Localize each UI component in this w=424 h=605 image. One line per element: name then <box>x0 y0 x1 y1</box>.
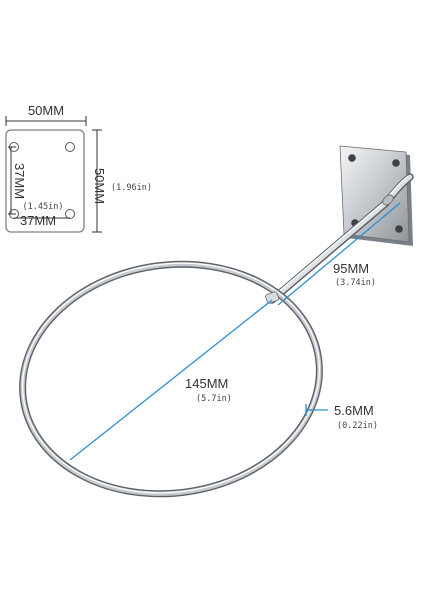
hole-horizontal-label: 37MM <box>20 213 56 228</box>
ring-diameter-inch-label: (5.7in) <box>196 394 232 404</box>
holder-ring <box>19 260 323 498</box>
plate-width-label: 50MM <box>28 103 64 118</box>
plate-hole-top-right <box>65 142 75 152</box>
plate-height-inch-label: (1.96in) <box>111 183 152 193</box>
arm-length-inch-label: (3.74in) <box>335 278 376 288</box>
arm-dimension-line <box>277 202 401 306</box>
mount-screw-hole-bottom-right <box>395 225 403 233</box>
hole-inch-label: (1.45in) <box>23 202 64 212</box>
mount-plate-face <box>339 145 410 243</box>
arm-length-label: 95MM <box>333 261 369 276</box>
plate-outline <box>5 129 85 233</box>
mount-screw-hole-top-right <box>392 159 400 167</box>
arm-collar <box>382 194 394 206</box>
plate-hole-bottom-right <box>65 209 75 219</box>
ring-highlight <box>21 262 321 494</box>
ring-diameter-line <box>69 299 273 461</box>
mount-screw-hole-top-left <box>348 154 356 162</box>
support-arm <box>268 173 414 304</box>
wire-thickness-inch-label: (0.22in) <box>337 421 378 431</box>
plate-diagram: 50MM 37MM 37MM (1.45in) 50MM (1.96in) <box>5 103 152 233</box>
plate-height-label: 50MM <box>92 168 107 204</box>
wire-thickness-label: 5.6MM <box>334 403 374 418</box>
ring-arm-joint <box>265 291 280 304</box>
hole-vertical-label: 37MM <box>12 163 27 199</box>
ring-diameter-label: 145MM <box>185 376 228 391</box>
